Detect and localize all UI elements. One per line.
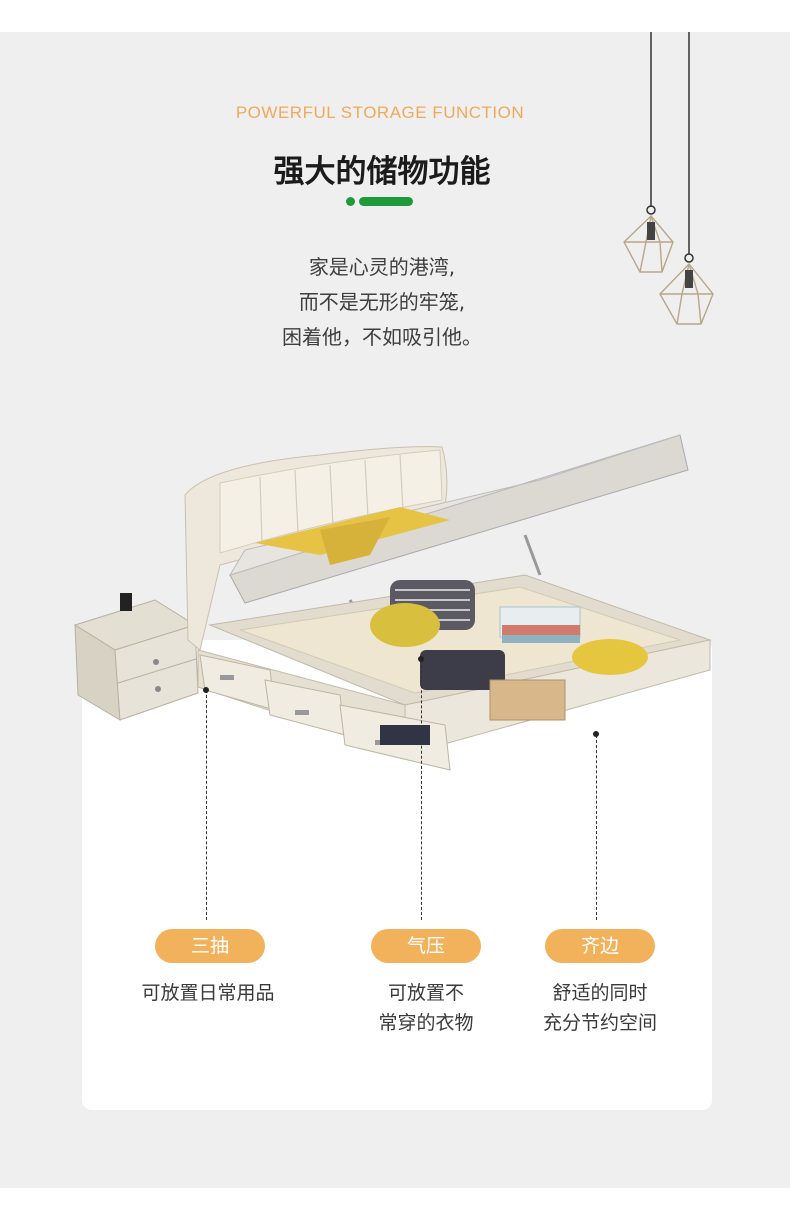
leader-dot-gas-lift [418, 656, 424, 662]
feature-desc-line: 可放置日常用品 [141, 982, 275, 1004]
feature-desc-drawers: 可放置日常用品 [108, 978, 308, 1008]
feature-badge-gas-lift: 气压 [371, 929, 481, 963]
intro-line: 困着他，不如吸引他。 [282, 325, 482, 349]
feature-desc-line: 舒适的同时 [552, 982, 648, 1004]
section-title: 强大的储物功能 [273, 154, 491, 190]
leader-line-flush-edge [596, 735, 597, 920]
drawers [199, 654, 451, 771]
pendant-lamps-image [623, 32, 714, 325]
feature-desc-flush-edge: 舒适的同时 充分节约空间 [500, 978, 700, 1038]
leader-dot-drawers [203, 687, 209, 693]
feature-desc-line: 常穿的衣物 [378, 1012, 474, 1034]
leader-line-gas-lift [421, 660, 422, 920]
nightstand [73, 593, 199, 721]
leader-dot-flush-edge [593, 731, 599, 737]
headboard [184, 446, 448, 651]
feature-desc-line: 充分节约空间 [542, 1012, 657, 1034]
intro-line: 家是心灵的港湾, [308, 255, 456, 279]
feature-desc-line: 可放置不 [387, 982, 464, 1004]
leader-line-drawers [206, 690, 207, 920]
intro-line: 而不是无形的牢笼, [298, 290, 466, 314]
intro-copy: 家是心灵的港湾, 而不是无形的牢笼, 困着他，不如吸引他。 [0, 250, 764, 355]
feature-desc-gas-lift: 可放置不 常穿的衣物 [326, 978, 526, 1038]
feature-badge-flush-edge: 齐边 [545, 929, 655, 963]
section-eyebrow: POWERFUL STORAGE FUNCTION [235, 103, 525, 122]
storage-contents [370, 580, 648, 721]
feature-badge-drawers: 三抽 [155, 929, 265, 963]
lifted-mattress [228, 434, 689, 604]
storage-bed-image [73, 434, 712, 771]
title-accent-bar [359, 197, 413, 206]
title-accent-dot [346, 197, 355, 206]
